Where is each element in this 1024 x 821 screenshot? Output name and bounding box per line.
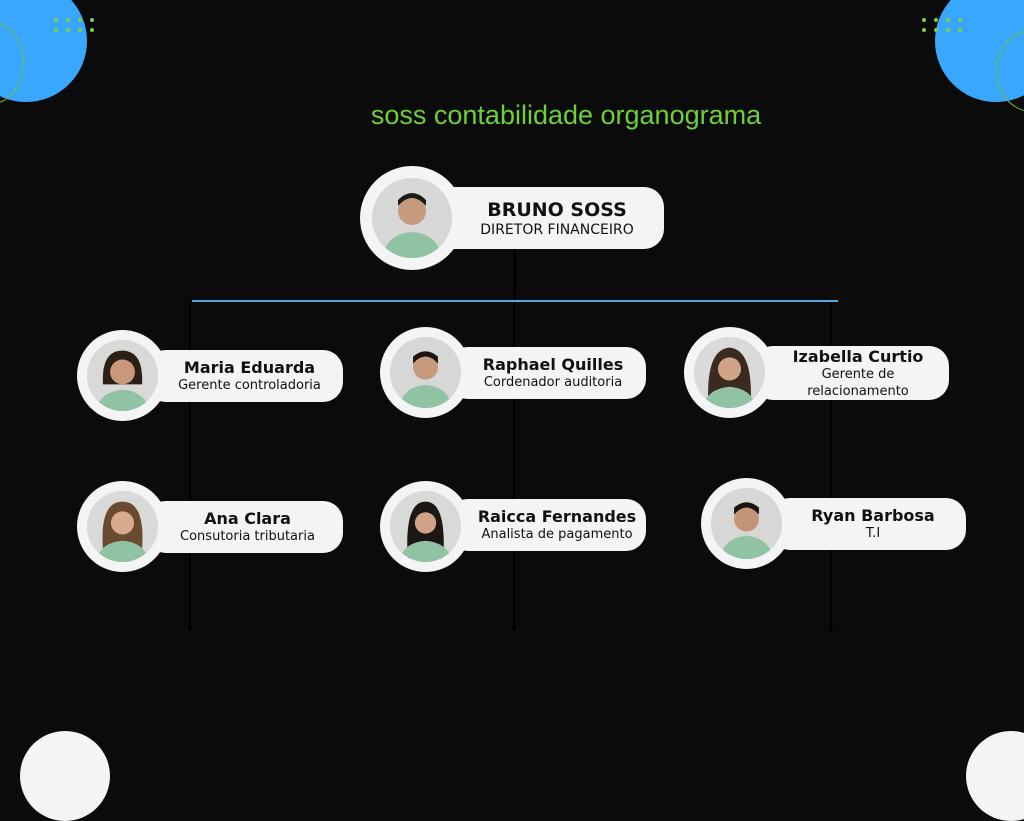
arrow-right — [828, 626, 834, 631]
dots-top-left — [54, 18, 96, 32]
corner-circle-bottom-left — [20, 731, 110, 821]
node-name: Ana Clara — [204, 509, 291, 528]
root-connector — [514, 250, 516, 302]
node-card-maria-eduarda: Maria Eduarda Gerente controladoria — [146, 350, 343, 402]
column-line-center — [513, 302, 515, 626]
arrow-left — [187, 626, 193, 631]
node-card-ryan-barbosa: Ryan Barbosa T.I — [770, 498, 966, 550]
page-title: soss contabilidade organograma — [370, 100, 762, 130]
node-name: Izabella Curtio — [792, 346, 924, 366]
node-name: Raicca Fernandes — [477, 507, 637, 526]
node-name: Maria Eduarda — [183, 358, 316, 377]
node-role: Cordenador auditoria — [483, 375, 623, 390]
column-line-left — [189, 302, 191, 626]
node-name: Ryan Barbosa — [811, 506, 935, 525]
node-card-ana-clara: Ana Clara Consutoria tributaria — [146, 501, 343, 553]
node-role: DIRETOR FINANCEIRO — [480, 221, 634, 238]
avatar — [694, 337, 765, 408]
node-role: Gerente de relacionamento — [807, 366, 909, 399]
corner-circle-bottom-right — [966, 731, 1024, 821]
avatar — [711, 488, 782, 559]
branch-connector — [192, 300, 838, 302]
node-role: Consutoria tributaria — [180, 529, 315, 544]
avatar — [390, 491, 461, 562]
node-card-raphael-quilles: Raphael Quilles Cordenador auditoria — [448, 347, 646, 399]
arrow-center — [511, 626, 517, 631]
node-role: Gerente controladoria — [178, 378, 321, 393]
node-role: Analista de pagamento — [481, 527, 633, 542]
node-name: Raphael Quilles — [482, 355, 624, 374]
column-line-right — [830, 302, 832, 626]
avatar — [390, 337, 461, 408]
avatar — [87, 491, 158, 562]
node-role: T.I — [865, 526, 881, 541]
avatar — [372, 178, 452, 258]
node-root-card: BRUNO SOSS DIRETOR FINANCEIRO — [430, 187, 664, 249]
node-card-izabella-curtio: Izabella Curtio Gerente de relacionament… — [753, 346, 949, 400]
node-card-raicca-fernandes: Raicca Fernandes Analista de pagamento — [448, 499, 646, 551]
dots-top-right — [922, 18, 964, 32]
avatar — [87, 340, 158, 411]
node-name: BRUNO SOSS — [487, 198, 627, 221]
